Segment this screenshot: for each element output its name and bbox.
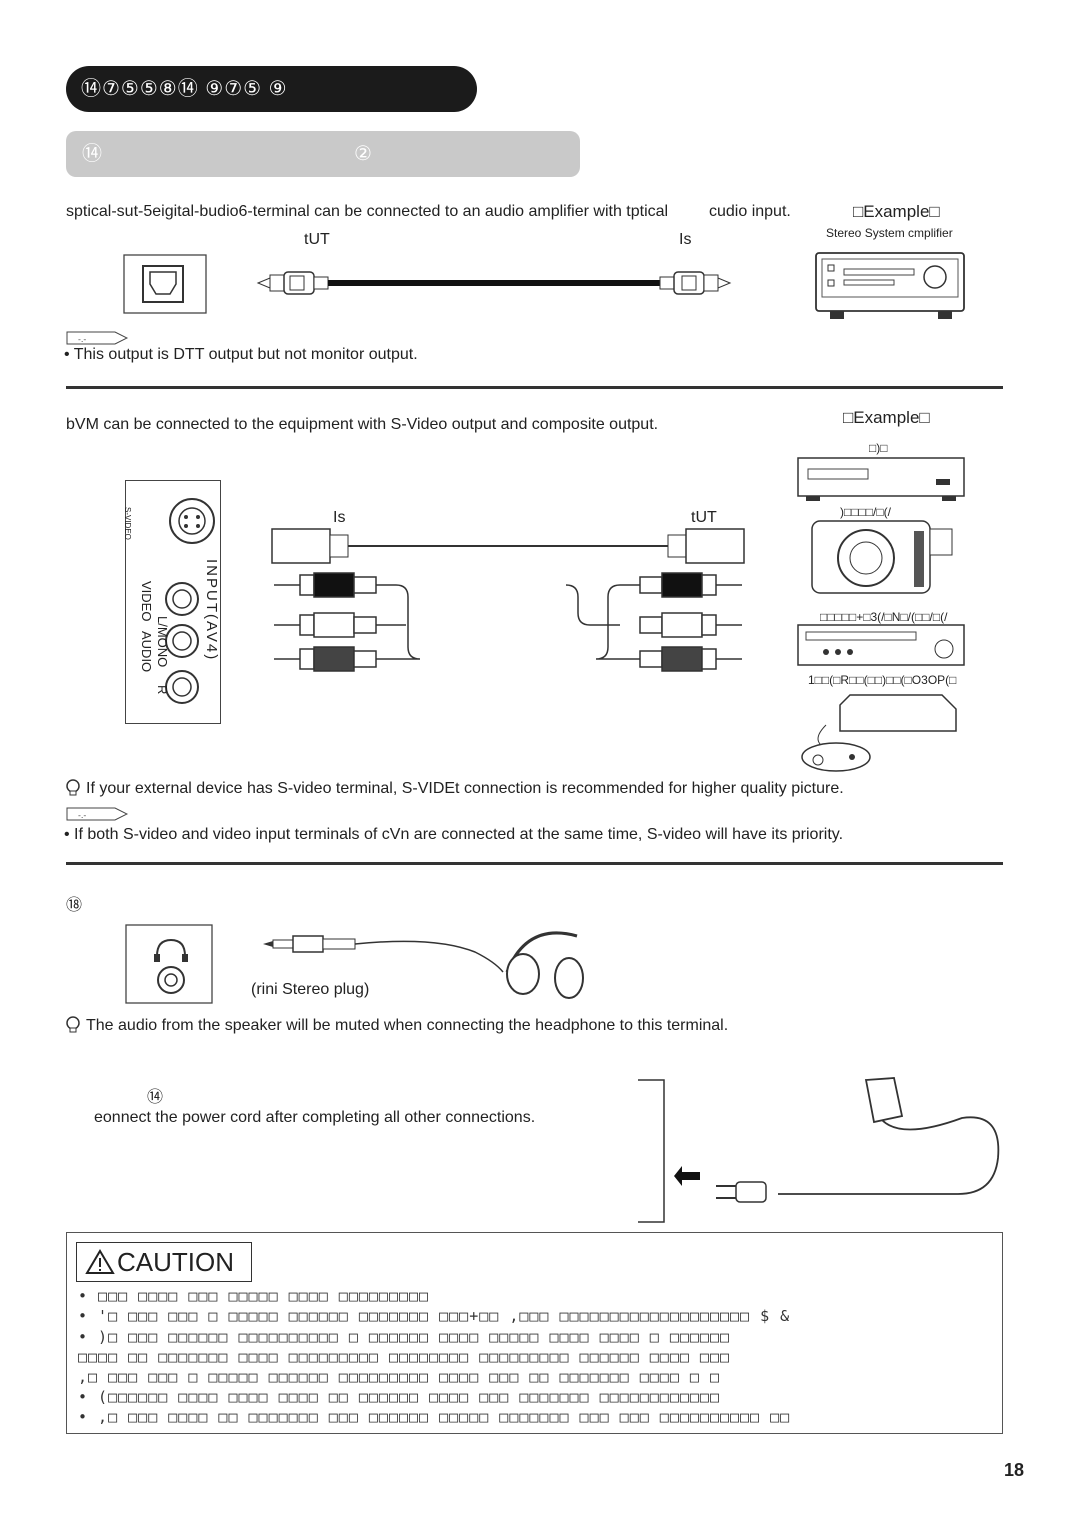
section-title-band: ⑭⑦⑤⑤⑧⑭ ⑨⑦⑤ ⑨ — [66, 66, 477, 112]
power-cord-diagram — [638, 1077, 1000, 1223]
game-console-icon — [801, 694, 957, 772]
mini-stereo-plug-icon — [263, 935, 356, 953]
device-label-2: )□□□□/□(/ — [840, 505, 891, 519]
subsection-band: ⑭ ② — [66, 131, 580, 177]
lmono-panel-label: L/MONO — [155, 616, 170, 668]
tip-bulb-icon — [66, 1016, 80, 1033]
subsection-right-mark: ② — [354, 143, 372, 165]
caution-line-2: • '□ □□□ □□□ □ □□□□□ □□□□□□ □□□□□□□ □□□+… — [78, 1307, 791, 1325]
section-divider — [66, 862, 1003, 865]
subsection-left-mark: ⑭ — [82, 143, 102, 165]
caution-line-3: • )□ □□□ □□□□□□ □□□□□□□□□□ □ □□□□□□ □□□□… — [78, 1328, 730, 1346]
video-out-label: tUT — [691, 509, 717, 526]
device-label-4: 1□□(□R□□(□□)□□(□O3OP(□ — [808, 673, 957, 687]
stereo-amplifier-icon — [815, 252, 965, 319]
section-divider — [66, 386, 1003, 389]
device-label-3: □□□□□+□3(/□N□/(□□/□(/ — [820, 610, 948, 624]
optical-note: • This output is DTT output but not moni… — [64, 346, 418, 363]
optical-out-label: tUT — [304, 231, 330, 248]
caution-line-4: □□□□ □□ □□□□□□□ □□□□ □□□□□□□□□ □□□□□□□□ … — [78, 1348, 730, 1366]
audio-l-jack — [165, 624, 199, 658]
section-title: ⑭⑦⑤⑤⑧⑭ ⑨⑦⑤ ⑨ — [81, 78, 288, 100]
headphones-icon — [505, 931, 584, 999]
dvd-player-icon — [797, 624, 965, 666]
caution-header: CAUTION — [76, 1242, 252, 1282]
input-av4-label: INPUT(AV4) — [203, 559, 220, 662]
optical-connection-diagram — [123, 252, 965, 319]
video-in-label: Is — [333, 509, 346, 526]
headphone-jack — [157, 966, 185, 994]
caution-line-6: • (□□□□□□ □□□□ □□□□ □□□□ □□ □□□□□□ □□□□ … — [78, 1388, 720, 1406]
power-text: eonnect the power cord after completing … — [94, 1109, 536, 1126]
video-example-label: □Example□ — [843, 408, 930, 427]
power-cord-icon — [674, 1077, 1000, 1203]
video-cables-diagram — [271, 528, 745, 672]
audio-r-jack — [165, 670, 199, 704]
warning-triangle-icon — [85, 1249, 115, 1274]
caution-box — [66, 1232, 1003, 1434]
video-tip: If your external device has S-video term… — [86, 780, 844, 797]
headphone-heading: ⑱ — [66, 897, 83, 914]
optical-intro-tail: cudio input. — [709, 203, 791, 220]
tip-bulb-icon — [66, 779, 80, 796]
headphone-icon — [156, 938, 186, 957]
optical-example-label: □Example□ — [853, 202, 940, 221]
device-label-1: □)□ — [869, 441, 888, 455]
svg-text:-.-: -.- — [78, 335, 86, 344]
caution-title: CAUTION — [117, 1247, 234, 1277]
audio-panel-label: AUDIO — [139, 631, 154, 673]
headphone-tip: The audio from the speaker will be muted… — [86, 1017, 729, 1034]
bracket — [638, 1079, 665, 1223]
example-devices — [797, 457, 965, 772]
av4-input-panel: S-VIDEO INPUT(AV4) VIDEO L/MONO AUDIO R — [123, 480, 221, 724]
svg-text:-.-: -.- — [78, 811, 86, 820]
vcr-icon — [797, 457, 965, 501]
mini-stereo-plug-label: (rini Stereo plug) — [251, 981, 370, 998]
optical-in-label: Is — [679, 231, 692, 248]
note-tag-icon: -.- — [66, 331, 129, 345]
optical-intro: sptical-sut-5eigital-budio6-terminal can… — [66, 203, 669, 220]
caution-line-5: ,□ □□□ □□□ □ □□□□□ □□□□□□ □□□□□□□□□ □□□□… — [78, 1368, 720, 1386]
optical-cable — [256, 271, 732, 295]
note-tag-icon: -.- — [66, 807, 129, 821]
camcorder-icon — [811, 520, 953, 594]
video-note: • If both S-video and video input termin… — [64, 826, 844, 843]
video-panel-label: VIDEO — [139, 581, 154, 622]
page-number: 18 — [1003, 1460, 1024, 1480]
r-panel-label: R — [155, 685, 170, 695]
caution-line-1: • □□□ □□□□ □□□ □□□□□ □□□□ □□□□□□□□□ — [78, 1287, 430, 1305]
video-jack — [165, 582, 199, 616]
video-intro: bVM can be connected to the equipment wi… — [66, 416, 659, 433]
caution-line-7: • ,□ □□□ □□□□ □□ □□□□□□□ □□□ □□□□□□ □□□□… — [78, 1408, 791, 1426]
svideo-label: S-VIDEO — [123, 507, 132, 540]
svideo-jack — [169, 498, 215, 544]
optical-example-device: Stereo System cmplifier — [826, 226, 953, 240]
power-heading: ⑭ — [147, 1089, 164, 1106]
headphone-diagram — [125, 924, 584, 1004]
